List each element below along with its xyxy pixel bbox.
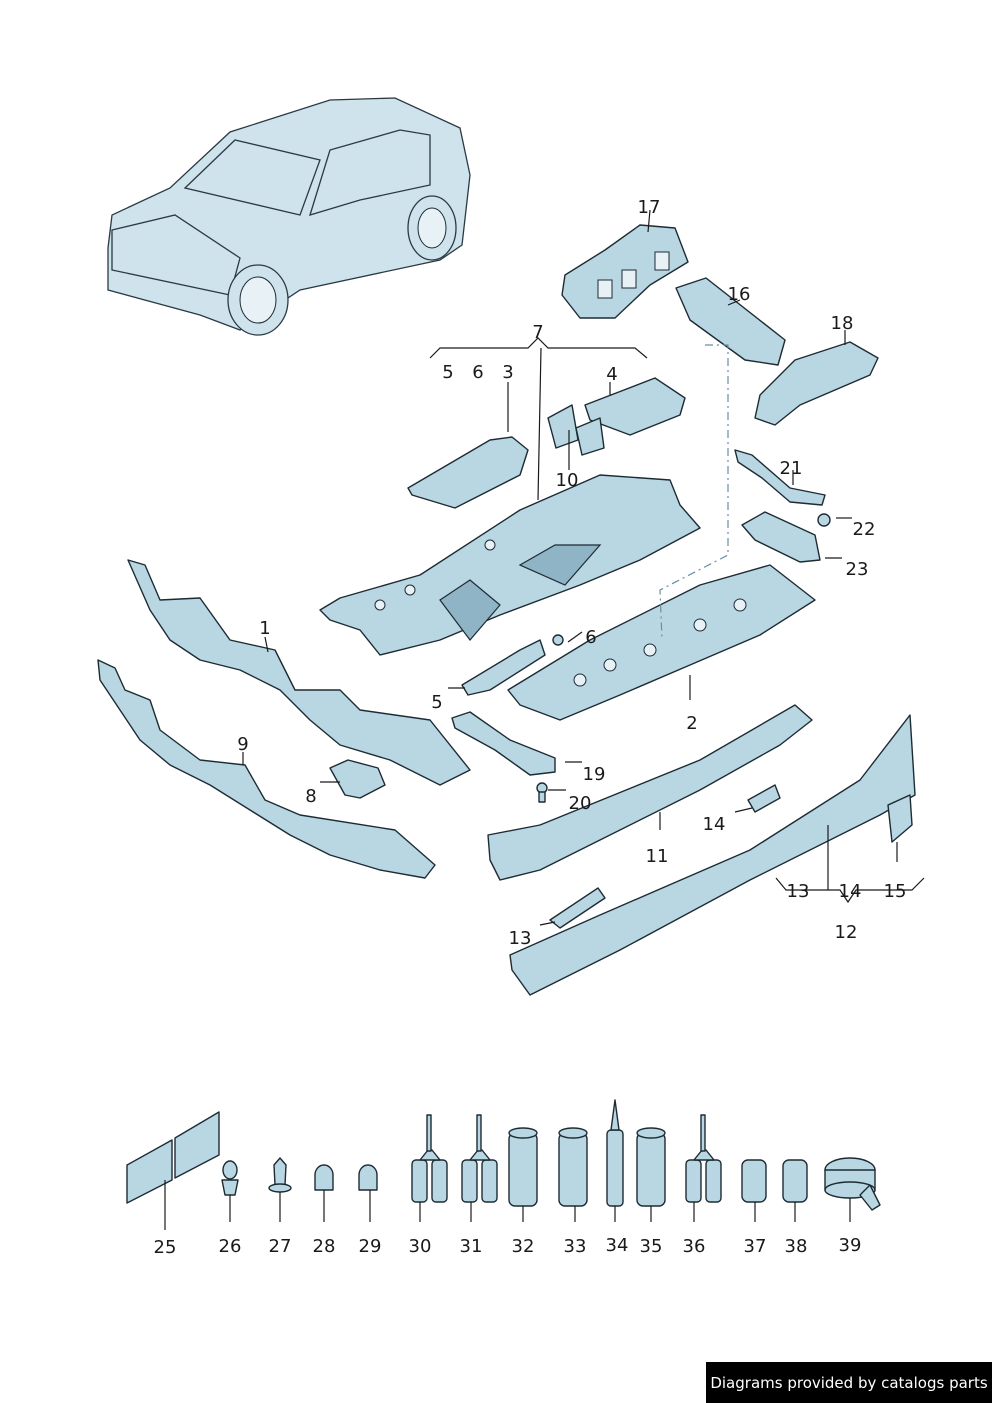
part-21 [734,449,826,506]
part-9 [97,659,436,879]
callout-4: 4 [606,364,617,385]
part-1 [127,559,471,786]
accessory-35: 35 [640,1236,663,1257]
accessory-32: 32 [512,1236,535,1257]
callout-2: 2 [686,713,697,734]
accessory-36: 36 [683,1236,706,1257]
callout-12: 12 [835,922,858,943]
callout-14-lower: 14 [703,814,726,835]
accessory-27: 27 [269,1236,292,1257]
callout-11: 11 [646,846,669,867]
callout-5-lower: 5 [431,692,442,713]
part-18 [754,341,879,426]
callout-1: 1 [259,618,270,639]
callout-13-lower: 13 [509,928,532,949]
part-5 [461,639,546,696]
accessories-row: 25 26 27 28 29 30 31 32 33 34 35 36 37 3… [126,1099,881,1258]
part-14 [747,784,781,813]
accessory-34: 34 [606,1235,629,1256]
part-23 [741,511,821,563]
callout-14-group: 14 [839,881,862,902]
leader-lines [242,209,925,926]
accessory-25: 25 [154,1237,177,1258]
callout-16: 16 [728,284,751,305]
part-22 [817,513,831,527]
part-20 [536,782,548,803]
vehicle-illustration [107,97,471,336]
accessory-26: 26 [219,1236,242,1257]
callout-23: 23 [846,559,869,580]
callout-9: 9 [237,734,248,755]
accessory-33: 33 [564,1236,587,1257]
part-2-tunnel [319,474,701,656]
part-16 [675,277,786,366]
accessory-30: 30 [409,1236,432,1257]
footer-credit: Diagrams provided by catalogs parts [706,1362,992,1403]
callout-6-lower: 6 [585,627,596,648]
callout-22: 22 [853,519,876,540]
accessory-31: 31 [460,1236,483,1257]
callout-18: 18 [831,313,854,334]
callout-6-top: 6 [472,362,483,383]
part-11 [487,704,813,881]
accessory-28: 28 [313,1236,336,1257]
part-8 [329,759,386,799]
callout-labels: 7 5 6 3 4 10 17 16 18 21 22 23 6 5 2 1 9… [237,197,906,949]
callout-20: 20 [569,793,592,814]
callout-8: 8 [305,786,316,807]
callout-15: 15 [884,881,907,902]
callout-21: 21 [780,458,803,479]
callout-5-top: 5 [442,362,453,383]
part-13 [549,887,606,929]
part-10 [547,404,605,456]
accessory-38: 38 [785,1236,808,1257]
part-19 [451,711,556,776]
part-6 [552,634,564,646]
callout-3: 3 [502,362,513,383]
callout-17: 17 [638,197,661,218]
accessory-39: 39 [839,1235,862,1256]
part-15 [887,794,913,843]
accessory-29: 29 [359,1236,382,1257]
part-4 [584,377,686,436]
part-3 [407,436,529,509]
callout-19: 19 [583,764,606,785]
callout-7: 7 [532,322,543,343]
callout-13-group: 13 [787,881,810,902]
callout-10: 10 [556,470,579,491]
accessory-37: 37 [744,1236,767,1257]
